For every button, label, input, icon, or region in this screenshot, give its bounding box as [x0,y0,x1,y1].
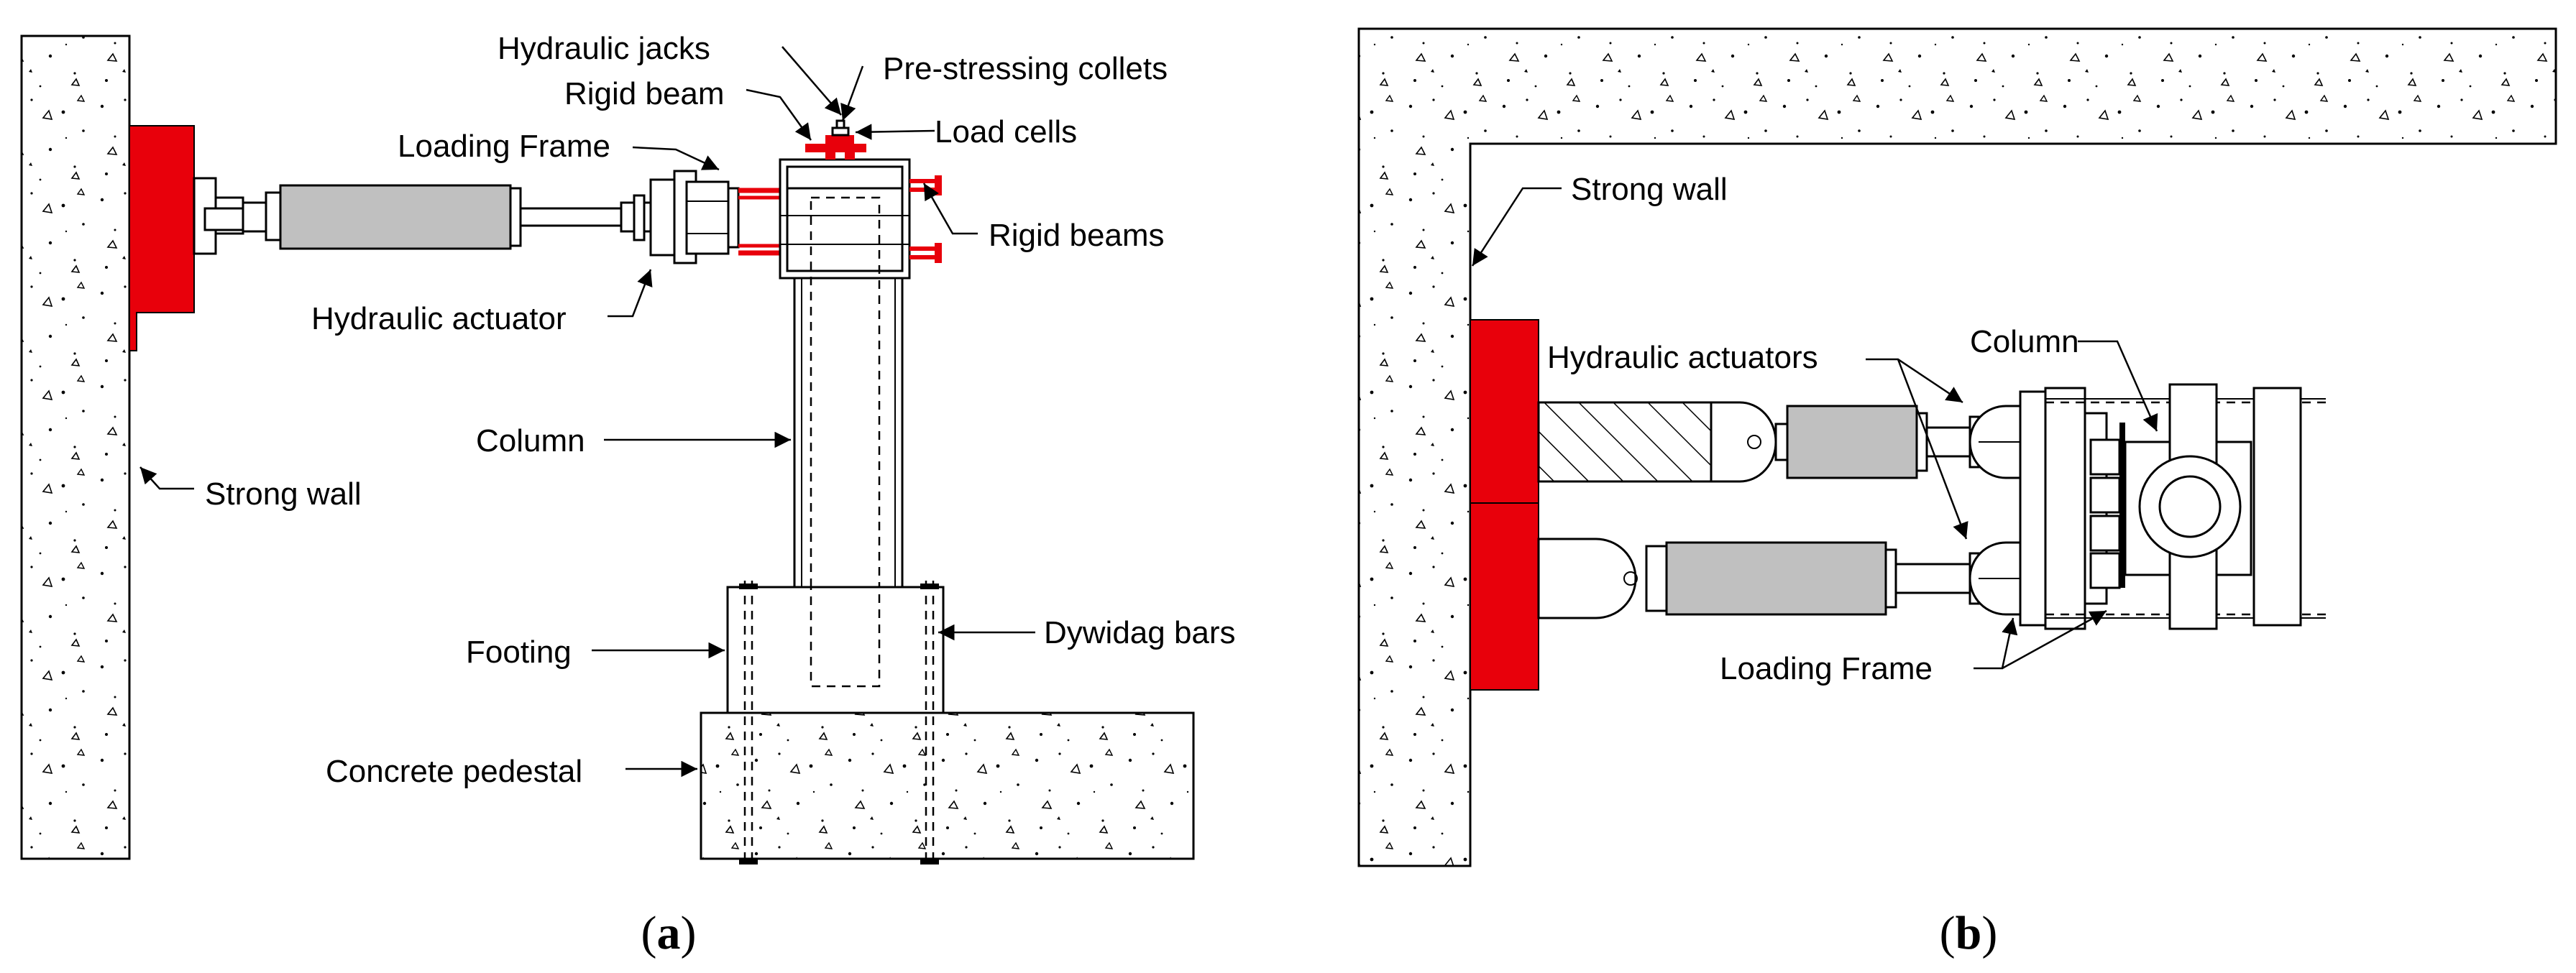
panel-b: Strong wall Hydraulic actuators Column L… [1357,27,2557,959]
label-hydraulic-actuator: Hydraulic actuator [311,301,567,336]
reaction-block-a [129,125,195,351]
label-concrete-pedestal: Concrete pedestal [326,754,582,789]
caption-b: (b) [1940,907,1998,959]
concrete-pedestal-a [700,711,1195,860]
rigid-beams-right-a [909,175,942,263]
label-rigid-beams: Rigid beams [989,218,1165,253]
label-hydraulic-jacks: Hydraulic jacks [498,31,710,66]
loading-frame-b [2019,387,2326,630]
label-column-a: Column [476,423,585,458]
label-loading-frame-b: Loading Frame [1720,651,1933,686]
footing-a [726,586,945,727]
hydraulic-actuator-a [193,177,676,255]
hydraulic-actuator-b-lower [1537,538,1980,619]
label-footing: Footing [466,635,572,670]
dywidag-bars-a [739,581,939,866]
column-head-b [2124,383,2302,630]
label-load-cells: Load cells [935,114,1077,149]
strong-wall-a [20,34,131,860]
label-prestressing-collets: Pre-stressing collets [883,51,1168,86]
loading-frame-a [649,170,780,264]
strong-wall-b [1357,27,2557,867]
reaction-block-b-bottom [1470,502,1539,691]
reaction-block-b-top [1470,319,1539,504]
label-rigid-beam: Rigid beam [564,76,725,111]
label-strong-wall-a: Strong wall [205,476,362,512]
label-hydraulic-actuators: Hydraulic actuators [1547,340,1818,375]
leaders-b [1471,187,2158,670]
column-head-a [779,158,911,280]
column-a [793,196,904,688]
hydraulic-actuator-b-upper [1537,401,1980,483]
leaders-a [139,46,1035,778]
label-column-b: Column [1970,324,2079,359]
label-loading-frame-a: Loading Frame [398,129,610,164]
caption-a: (a) [641,907,697,959]
label-dywidag-bars: Dywidag bars [1044,615,1236,650]
panel-a: Hydraulic jacks Pre-stressing collets Ri… [20,31,1236,959]
label-strong-wall-b: Strong wall [1571,172,1728,207]
hydraulic-jack-assembly-a [805,119,866,160]
